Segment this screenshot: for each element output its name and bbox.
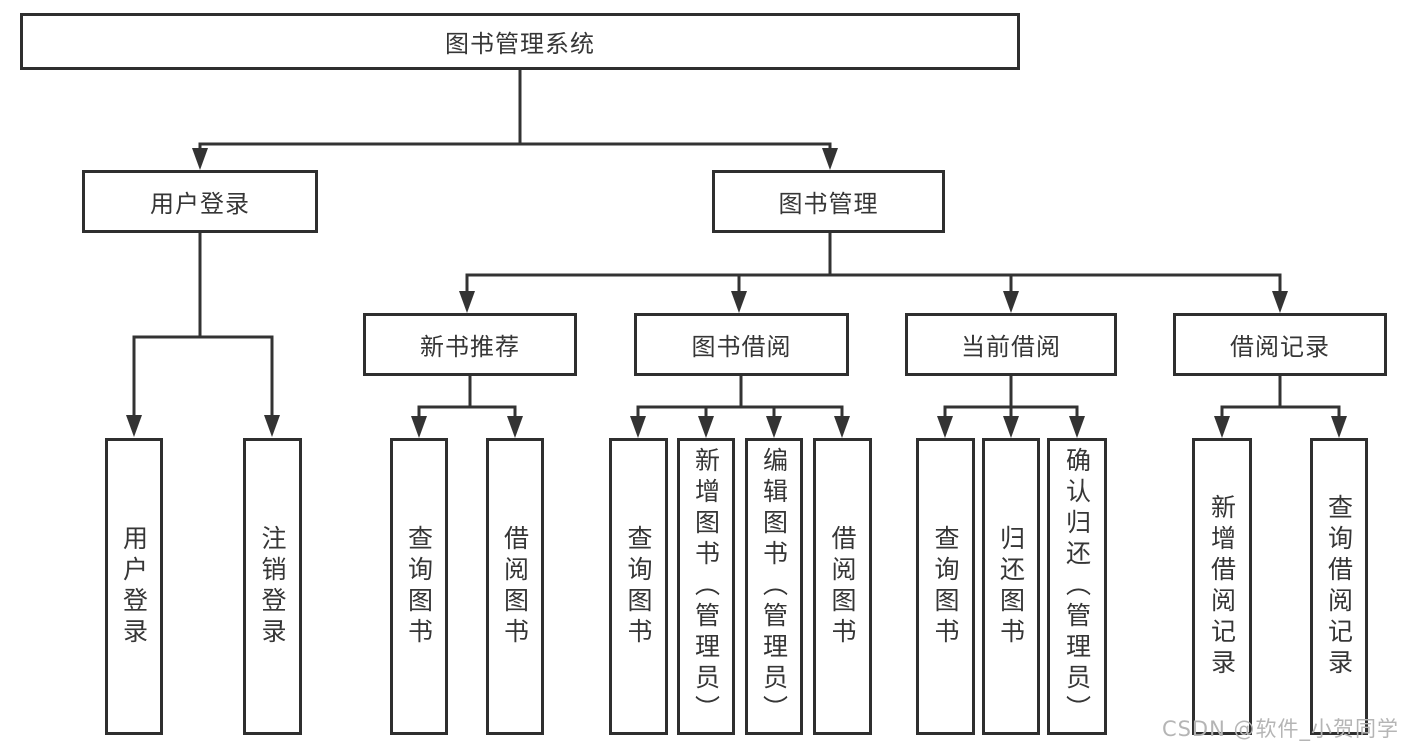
node-user-login: 用户登录 [82,170,318,233]
node-root: 图书管理系统 [20,13,1020,70]
leaf-borrow-query-books-label: 查询图书 [624,524,653,649]
leaf-records-add-record: 新增借阅记录 [1192,438,1252,735]
leaf-recommend-query-books: 查询图书 [390,438,448,735]
leaf-borrow-edit-books-admin: 编辑图书（管理员） [745,438,803,735]
leaf-recommend-borrow-books-label: 借阅图书 [500,524,530,649]
node-user-login-label: 用户登录 [150,190,250,218]
leaf-borrow-borrow-books-label: 借阅图书 [828,524,857,649]
leaf-recommend-query-books-label: 查询图书 [404,524,434,649]
node-borrow-records: 借阅记录 [1173,313,1387,376]
connector-recommend [411,376,523,438]
leaf-borrow-query-books: 查询图书 [609,438,668,735]
connector-root [192,70,838,170]
watermark: CSDN @软件_小贺同学 [1161,717,1399,741]
leaf-user-login-label: 用户登录 [119,524,149,649]
leaf-current-confirm-return-admin-label: 确认归还（管理员） [1062,447,1092,726]
leaf-current-confirm-return-admin: 确认归还（管理员） [1047,438,1107,735]
leaf-logout: 注销登录 [243,438,302,735]
leaf-current-query-books-label: 查询图书 [931,524,960,649]
connector-borrow [630,376,850,438]
leaf-current-return-books: 归还图书 [982,438,1040,735]
leaf-records-query-record-label: 查询借阅记录 [1324,493,1354,680]
leaf-records-query-record: 查询借阅记录 [1310,438,1368,735]
node-book-borrow-label: 图书借阅 [691,333,792,361]
node-book-borrow: 图书借阅 [634,313,849,376]
connector-book-management [459,233,1288,313]
leaf-records-add-record-label: 新增借阅记录 [1207,493,1237,680]
node-book-management: 图书管理 [712,170,945,233]
leaf-borrow-edit-books-admin-label: 编辑图书（管理员） [759,447,789,726]
connector-user-login [126,233,280,437]
node-root-label: 图书管理系统 [445,30,595,58]
node-borrow-records-label: 借阅记录 [1230,333,1330,361]
leaf-user-login: 用户登录 [105,438,163,735]
node-current-borrow: 当前借阅 [905,313,1117,376]
node-new-book-recommend: 新书推荐 [363,313,577,376]
connector-current [937,376,1085,438]
node-new-book-recommend-label: 新书推荐 [420,333,520,361]
node-current-borrow-label: 当前借阅 [961,333,1061,361]
leaf-current-return-books-label: 归还图书 [996,524,1026,649]
leaf-borrow-borrow-books: 借阅图书 [813,438,872,735]
leaf-borrow-add-books-admin: 新增图书（管理员） [677,438,735,735]
connector-records [1214,376,1347,438]
leaf-borrow-add-books-admin-label: 新增图书（管理员） [691,447,721,726]
leaf-current-query-books: 查询图书 [916,438,975,735]
leaf-logout-label: 注销登录 [258,524,287,649]
leaf-recommend-borrow-books: 借阅图书 [486,438,544,735]
node-book-management-label: 图书管理 [778,190,879,218]
